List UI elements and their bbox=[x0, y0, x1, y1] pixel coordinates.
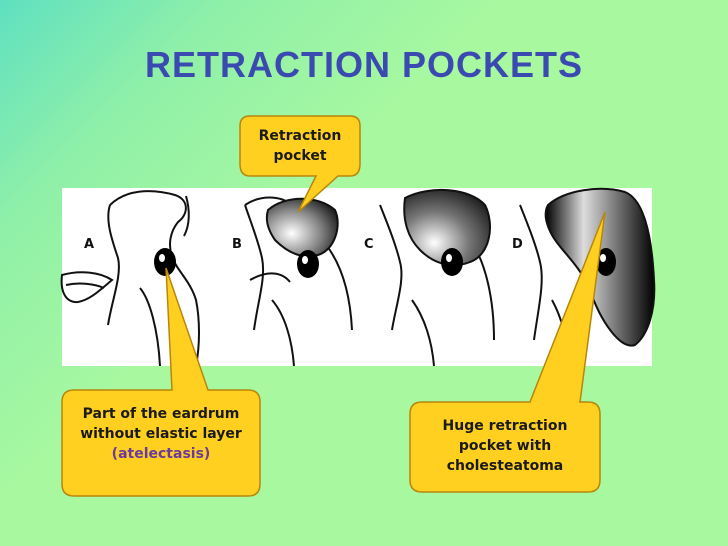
eardrum-a bbox=[154, 248, 176, 276]
panel-label-c: C bbox=[364, 237, 374, 252]
panel-label-a: A bbox=[84, 237, 94, 252]
callout-line: pocket bbox=[273, 148, 327, 164]
eardrum-d bbox=[596, 248, 616, 276]
slide-title: RETRACTION POCKETS bbox=[144, 44, 583, 85]
callout-line: cholesteatoma bbox=[446, 458, 564, 474]
callout-atelectasis-bubble bbox=[61, 267, 261, 497]
ear-diagram-a bbox=[60, 190, 200, 367]
retraction-pocket-c bbox=[403, 188, 491, 267]
callout-atelectasis-text: Part of the eardrum without elastic laye… bbox=[62, 404, 260, 464]
eardrum-c bbox=[441, 248, 463, 276]
callout-line: pocket with bbox=[458, 438, 552, 454]
callout-line: Retraction bbox=[258, 128, 342, 144]
callout-retraction-pocket-text: Retraction pocket bbox=[240, 126, 360, 166]
panel-label-b: B bbox=[232, 237, 242, 252]
callout-cholesteatoma-bubble bbox=[409, 211, 606, 493]
callout-retraction-pocket-bubble bbox=[239, 115, 361, 213]
panel-label-d: D bbox=[512, 237, 523, 252]
callout-line: Part of the eardrum bbox=[82, 406, 240, 422]
callout-cholesteatoma-text: Huge retraction pocket with cholesteatom… bbox=[410, 416, 600, 476]
eardrum-b bbox=[297, 250, 319, 278]
callout-line-accent: (atelectasis) bbox=[111, 446, 211, 462]
callout-line: without elastic layer bbox=[80, 426, 242, 442]
callout-line: Huge retraction bbox=[442, 418, 568, 434]
